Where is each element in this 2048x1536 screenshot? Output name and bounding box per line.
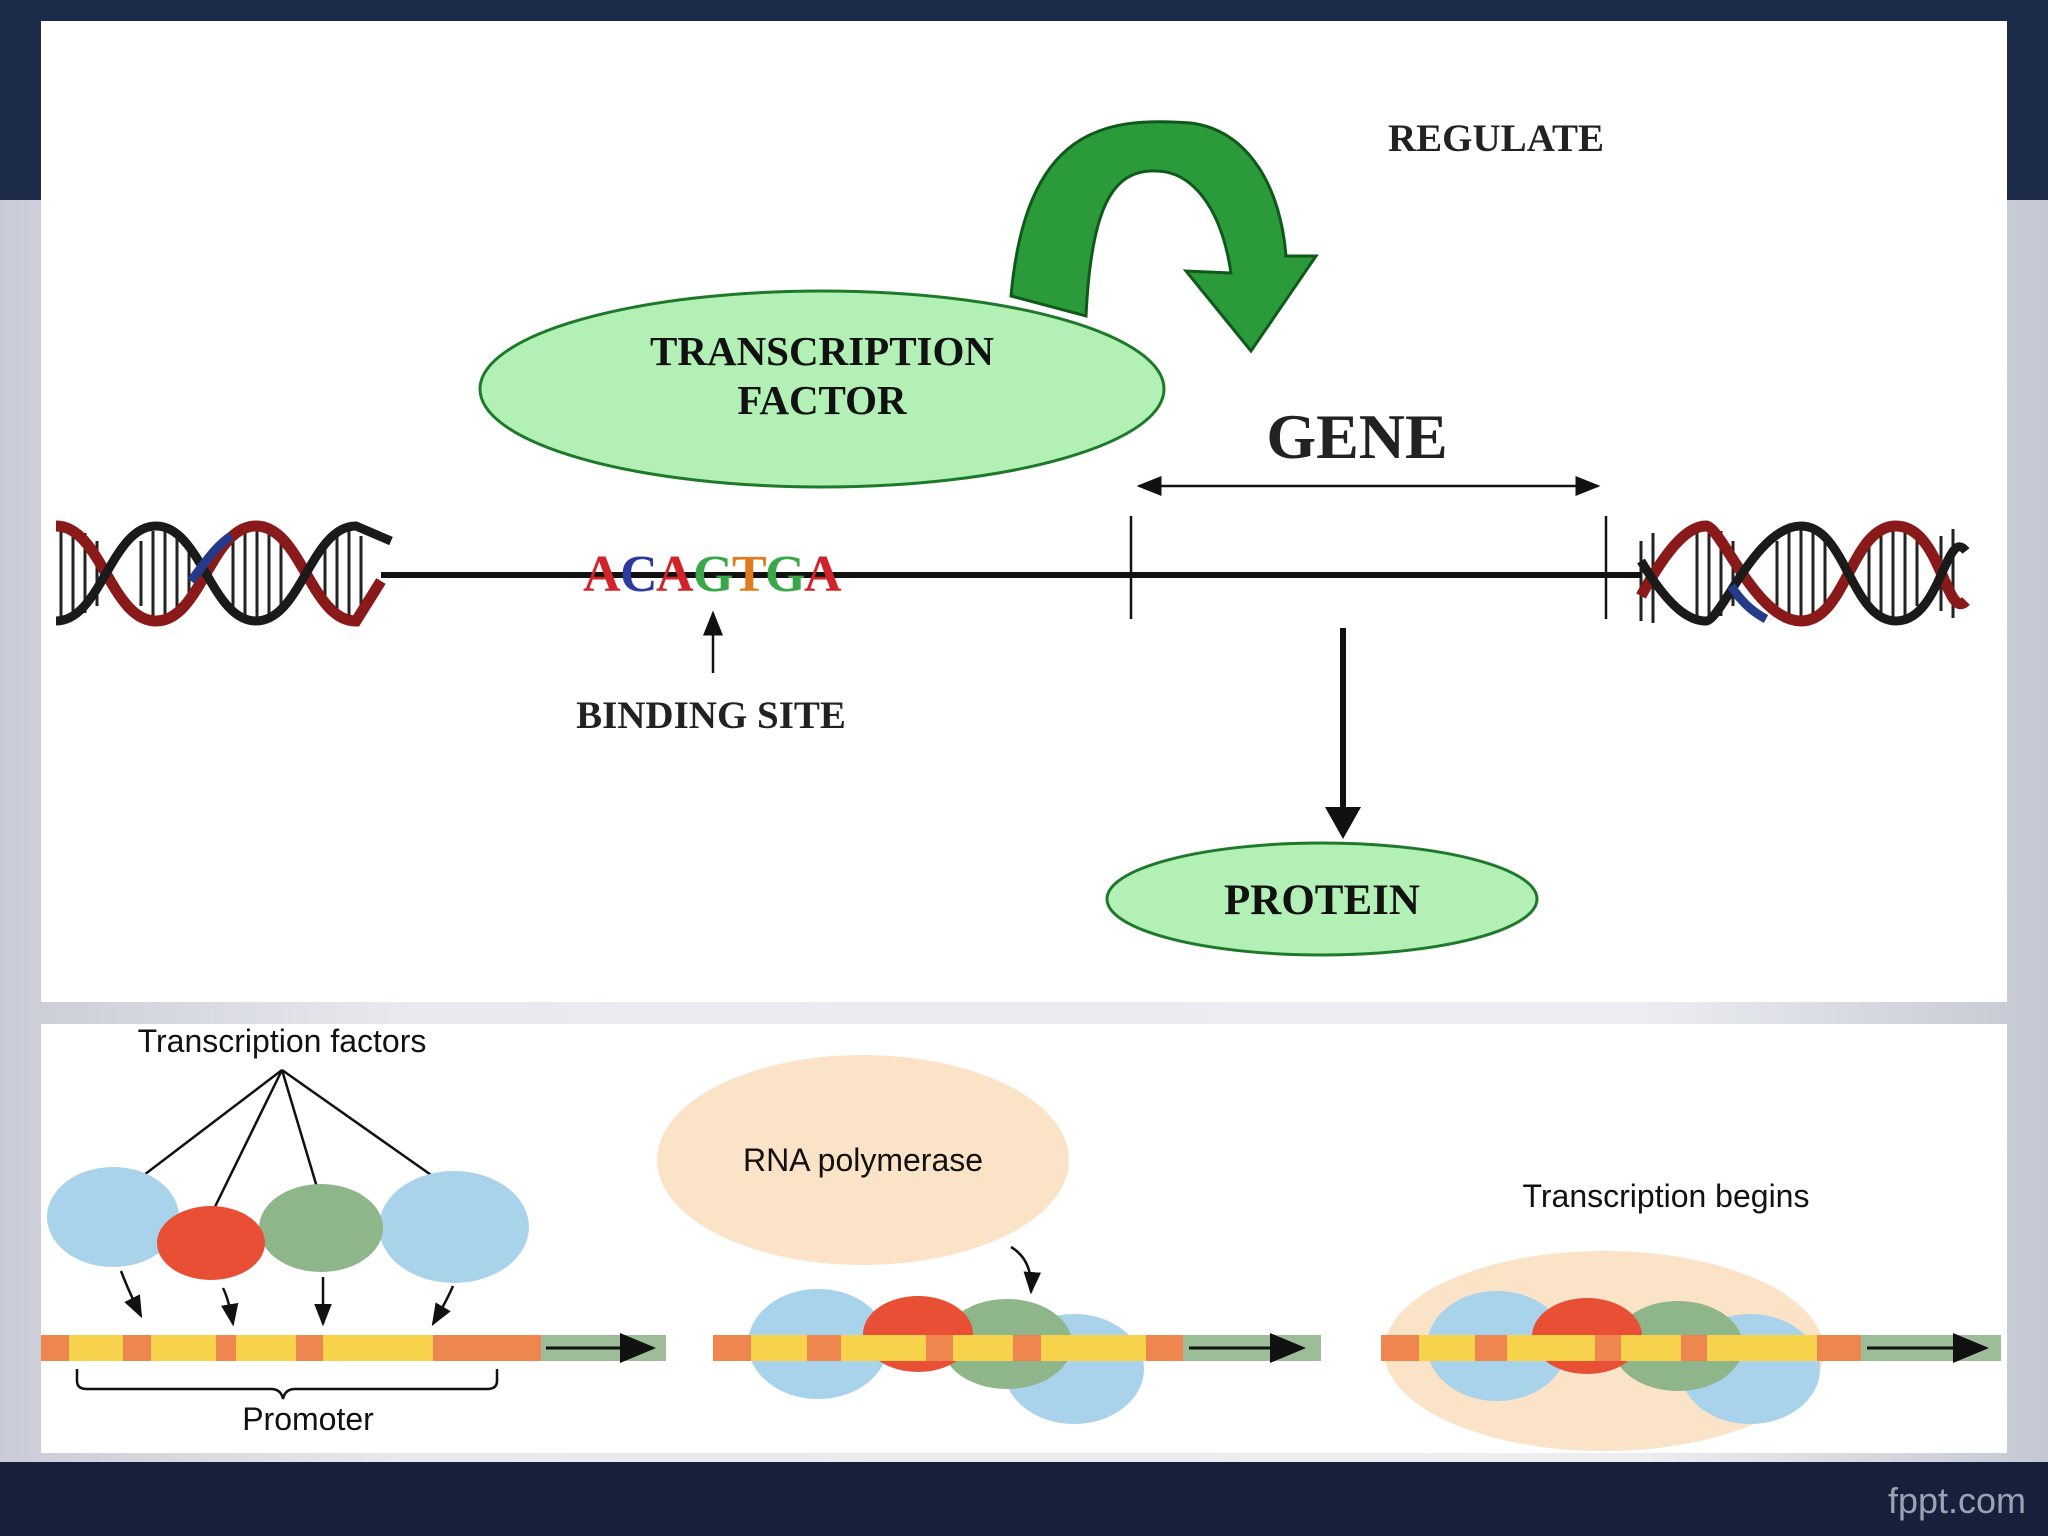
gene-regulation-svg: TRANSCRIPTION FACTOR REGULATE GENE BINDI… bbox=[55, 117, 1970, 957]
gene-to-protein-arrowhead bbox=[1325, 807, 1361, 839]
transcription-factor-ellipse bbox=[478, 289, 1166, 489]
sequence-letter: A bbox=[804, 546, 842, 603]
transcription-factor-label-line1: TRANSCRIPTION bbox=[650, 328, 994, 374]
factor-green bbox=[259, 1184, 383, 1272]
protein-ellipse bbox=[1105, 841, 1539, 957]
dna-helix-right-icon bbox=[1636, 520, 1970, 627]
stage-transcription-begins: Transcription begins bbox=[1381, 1178, 2001, 1451]
factor-blue-1 bbox=[47, 1167, 179, 1267]
sequence-letter: G bbox=[765, 546, 805, 603]
stage-factors-approaching: Transcription factors bbox=[41, 1024, 666, 1437]
binding-site-label: BINDING SITE bbox=[576, 694, 846, 737]
gene-label: GENE bbox=[1266, 401, 1447, 472]
sequence-letter: G bbox=[693, 546, 733, 603]
sequence-letter: A bbox=[583, 546, 621, 603]
factor-red bbox=[157, 1206, 265, 1280]
slide-footer-band bbox=[0, 1462, 2048, 1536]
transcription-initiation-diagram: Transcription factors bbox=[41, 1024, 2007, 1453]
rna-polymerase-ellipse bbox=[657, 1055, 1069, 1265]
transcription-factors-label: Transcription factors bbox=[138, 1024, 427, 1059]
transcription-factor-label-line2: FACTOR bbox=[737, 377, 907, 423]
promoter-bracket bbox=[75, 1369, 499, 1400]
stage-polymerase-arriving: RNA polymerase bbox=[657, 1055, 1321, 1424]
transcription-initiation-svg: Transcription factors bbox=[41, 1024, 2001, 1451]
fppt-logo: fppt.com bbox=[1887, 1480, 2026, 1521]
promoter-label: Promoter bbox=[242, 1401, 374, 1437]
rna-polymerase-label: RNA polymerase bbox=[743, 1142, 983, 1178]
sequence-letter: T bbox=[732, 546, 767, 603]
regulate-label: REGULATE bbox=[1388, 117, 1604, 160]
gene-regulation-diagram: TRANSCRIPTION FACTOR REGULATE GENE BINDI… bbox=[41, 21, 2007, 1002]
factor-blue-2 bbox=[379, 1171, 529, 1283]
regulate-arrow-icon bbox=[1009, 120, 1319, 354]
sequence-letter: C bbox=[620, 546, 658, 603]
dna-helix-left-icon bbox=[55, 520, 393, 627]
polymerase-arrow bbox=[1010, 1245, 1041, 1295]
protein-label: PROTEIN bbox=[1224, 877, 1420, 924]
sequence-letter: A bbox=[656, 546, 694, 603]
transcription-begins-label: Transcription begins bbox=[1523, 1178, 1810, 1214]
